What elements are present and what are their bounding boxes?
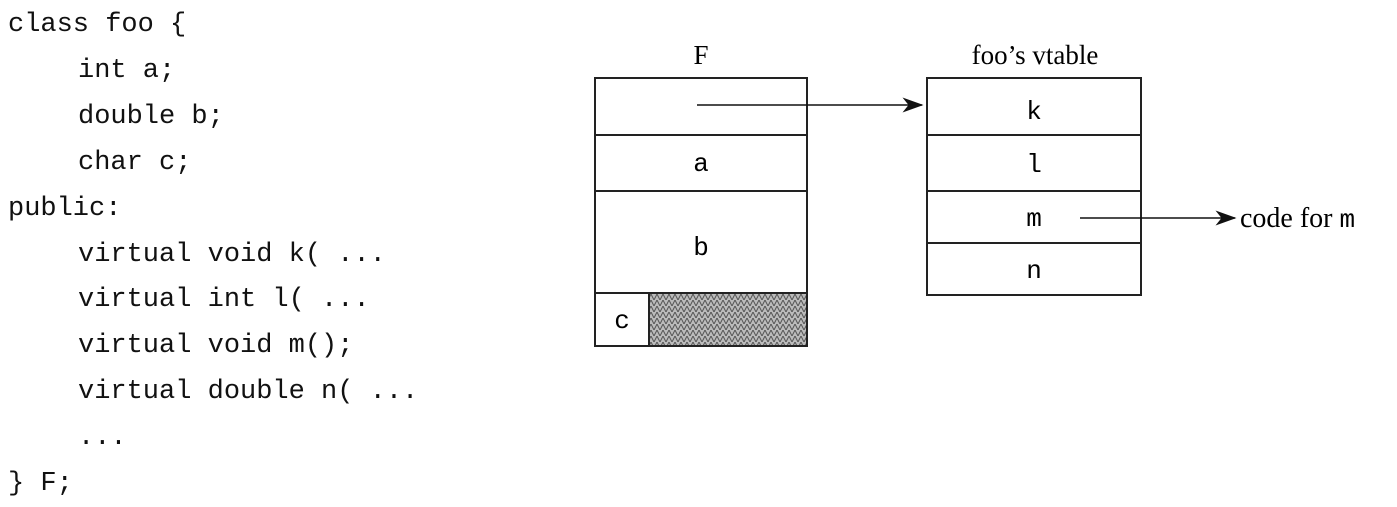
object-padding-cell — [648, 292, 808, 347]
code-line: virtual void k( ... — [78, 239, 386, 270]
vtable-title: foo’s vtable — [972, 40, 1099, 70]
vtable-entry-k — [926, 77, 1142, 136]
code-line: public: — [8, 193, 122, 224]
object-field-b-cell — [594, 190, 808, 294]
code-line: virtual void m(); — [78, 331, 354, 362]
code-for-method-name: m — [1340, 205, 1356, 235]
field-a-label: a — [693, 149, 709, 179]
code-line: class foo { — [8, 10, 187, 40]
code-line: int a; — [78, 55, 176, 86]
vtable-entry-m — [926, 190, 1142, 244]
vtable-label-k: k — [1026, 97, 1042, 127]
object-vptr-cell — [594, 77, 808, 136]
object-field-a-cell — [594, 134, 808, 192]
code-line: double b; — [78, 101, 224, 132]
vtable-label-n: n — [1026, 256, 1042, 286]
code-line: ... — [78, 423, 127, 454]
vtable-entry-n — [926, 242, 1142, 296]
vtable-label-l: l — [1026, 150, 1042, 180]
code-for-m-label: code for m — [1240, 203, 1355, 235]
code-line: virtual double n( ... — [78, 377, 419, 408]
object-title: F — [693, 40, 708, 70]
field-c-label: c — [614, 306, 630, 336]
vtable-label-m: m — [1026, 204, 1042, 234]
code-line: char c; — [78, 147, 192, 178]
code-for-prefix: code for — [1240, 203, 1340, 234]
field-b-label: b — [693, 233, 709, 263]
code-line: virtual int l( ... — [78, 285, 370, 316]
code-line: } F; — [8, 469, 73, 499]
